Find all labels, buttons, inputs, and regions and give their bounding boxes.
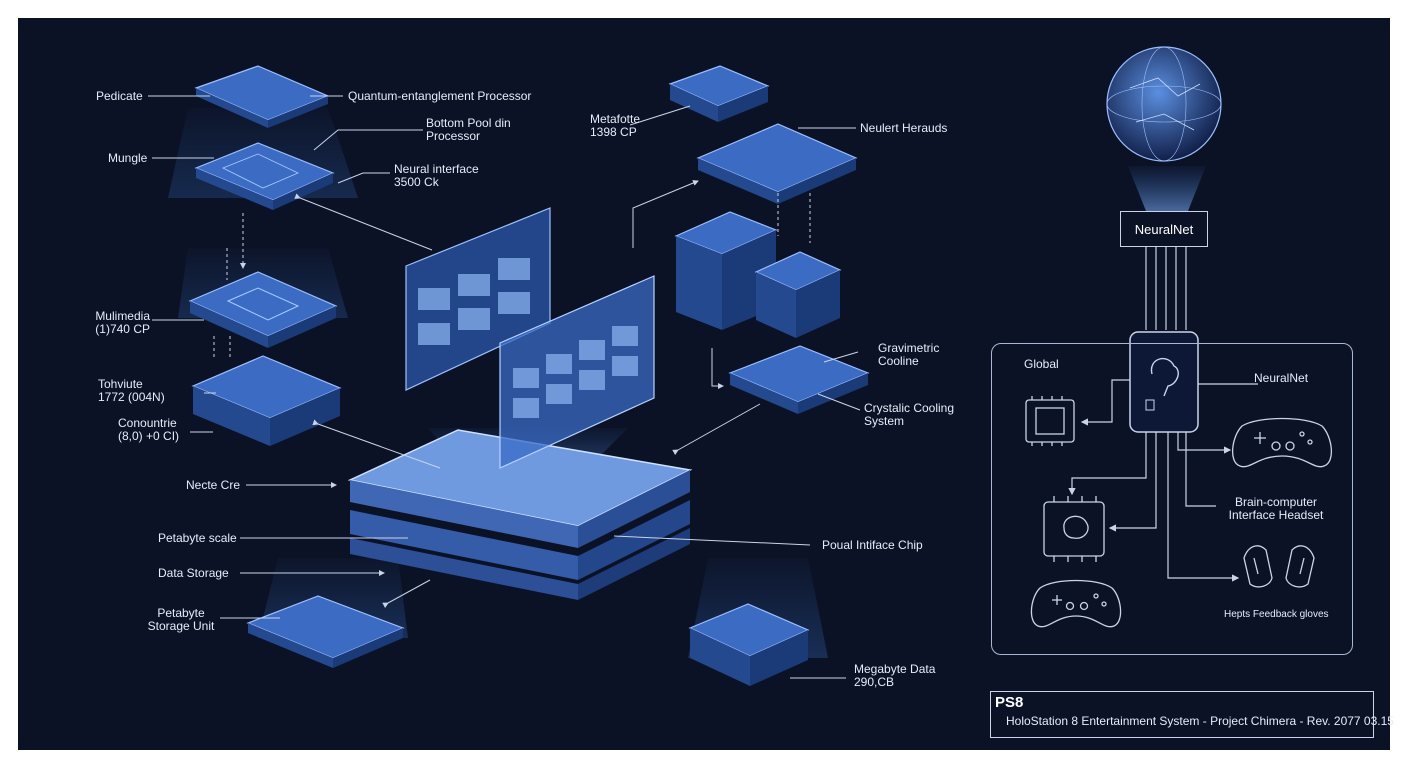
label-mungle: Mungle [108,151,148,165]
diagram-canvas: Pedicate Quantum-entanglement Processor … [18,18,1394,750]
label-megabyte-line1: Megabyte Data [854,662,936,676]
block-memory [674,211,842,338]
label-bottom-processor: Bottom Pool din Processor [426,117,511,143]
network-panel [991,343,1353,655]
label-neural-interface-line1: Neural interface [394,162,479,176]
label-gravimetric: Gravimetric Cooline [878,342,939,368]
network-lines [1068,228,1258,582]
label-pedicate: Pedicate [96,89,143,103]
label-petabyte-unit: Petabyte Storage Unit [144,607,218,633]
title-subtitle: HoloStation 8 Entertainment System - Pro… [1006,714,1394,728]
label-poual-chip: Poual Intiface Chip [822,538,923,552]
chip-mungle [194,142,335,210]
chip-tohviute [191,355,342,446]
label-multimedia-line1: Mulimedia [95,309,150,323]
label-neural-interface-line2: 3500 Ck [394,175,439,189]
label-conountrie-line1: Conountrie [118,416,177,430]
label-bottom-processor-line1: Bottom Pool din [426,116,511,130]
console [347,429,693,600]
label-bottom-processor-line2: Processor [426,129,481,143]
label-conountrie: Conountrie (8,0) +0 CI) [118,417,179,443]
label-multimedia: Mulimedia (1)740 CP [74,310,150,336]
chip-petabyte-storage [246,595,405,668]
label-petabyte-scale: Petabyte scale [158,531,237,545]
label-crystalic-line2: System [864,414,905,428]
neuralnet-node: NeuralNet [1120,211,1208,247]
label-feedback-gloves: Hepts Feedback gloves [1224,609,1329,620]
chip-gravimetric [728,345,870,414]
label-data-storage: Data Storage [158,566,229,580]
label-conountrie-line2: (8,0) +0 CI) [118,429,180,443]
chip-neulert [696,123,858,204]
globe [1106,46,1222,211]
label-gravimetric-line1: Gravimetric [878,341,940,355]
label-metafotte-line1: Metafotte [590,112,641,126]
hub-device [1129,331,1199,433]
label-tohviute-line2: 1772 (004N) [98,390,165,404]
label-neural-interface: Neural interface 3500 Ck [394,163,479,189]
label-tohviute: Tohviute 1772 (004N) [98,378,165,404]
label-tohviute-line1: Tohviute [98,377,143,391]
neural-chip-icon [1043,496,1105,562]
holo-screens [405,207,655,469]
cpu-chip-icon [1025,396,1075,446]
chip-quantum [194,65,330,128]
label-metafotte-line2: 1398 CP [590,125,637,139]
label-gravimetric-line2: Cooline [878,354,919,368]
chip-multimedia [188,271,338,348]
label-crystalic-line1: Crystalic Cooling [864,401,955,415]
label-neulert: Neulert Herauds [860,121,948,135]
label-multimedia-line2: (1)740 CP [95,322,150,336]
leader-lines [148,95,861,679]
gamepad-icon-2 [1030,579,1122,628]
diagram-graphics [148,46,1332,686]
gamepad-icon [1232,417,1332,468]
label-neuralnet: NeuralNet [1254,371,1309,385]
title-code: PS8 [995,694,1024,711]
label-necte: Necte Cre [186,478,241,492]
label-global: Global [1024,357,1059,371]
label-bci-headset: Brain-computer Interface Headset [1218,496,1334,522]
label-megabyte: Megabyte Data 290,CB [854,663,935,689]
chip-metafotte [668,65,770,122]
label-bci-line1: Brain-computer [1234,495,1318,509]
chip-megabyte [688,603,810,686]
label-metafotte: Metafotte 1398 CP [590,113,640,139]
label-petabyte-unit-line2: Storage Unit [147,619,215,633]
label-quantum-processor: Quantum-entanglement Processor [348,89,532,103]
label-megabyte-line2: 290,CB [854,675,895,689]
title-block [990,691,1374,738]
label-bci-line2: Interface Headset [1228,508,1324,522]
label-crystalic: Crystalic Cooling System [864,402,954,428]
label-petabyte-unit-line1: Petabyte [157,606,205,620]
gloves-icon [1243,545,1315,588]
